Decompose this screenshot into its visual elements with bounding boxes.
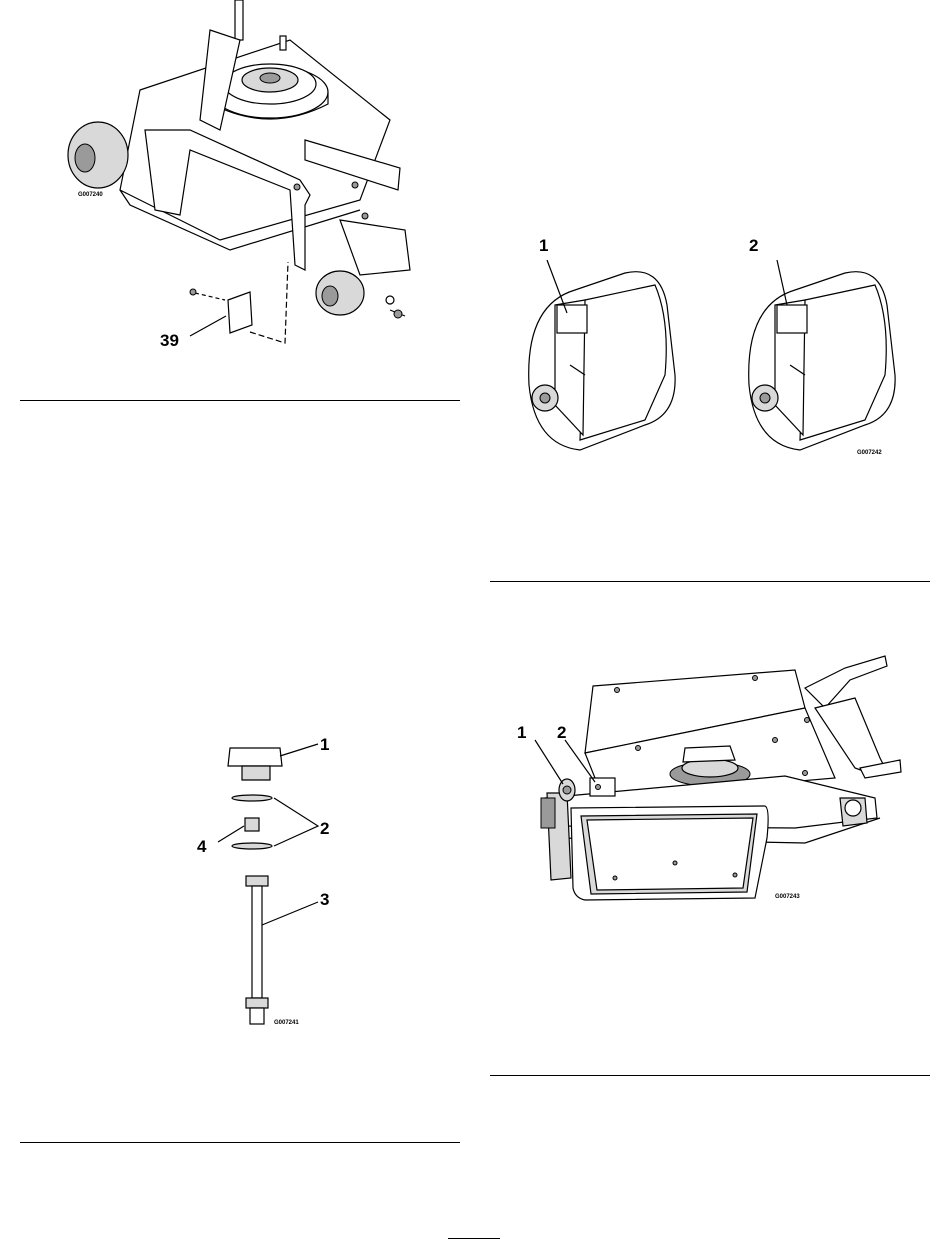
figure-id-label: G007243 — [775, 894, 800, 900]
callout-39: 39 — [160, 331, 179, 350]
section-divider — [490, 1075, 930, 1076]
deck-bracket-illustration: 39 G007240 — [60, 0, 420, 360]
figure-id-label: G007241 — [274, 1020, 299, 1026]
callout-1: 1 — [517, 723, 526, 742]
pin-assembly-illustration: 1 2 4 3 G007241 — [190, 730, 350, 1030]
callout-2: 2 — [749, 236, 758, 255]
mower-deck-illustration: 1 2 G007243 — [505, 648, 905, 908]
callout-3: 3 — [320, 890, 329, 909]
figure-id-label: G007242 — [857, 450, 882, 456]
section-divider — [20, 1142, 460, 1143]
callout-2: 2 — [320, 819, 329, 838]
figure-pin-assembly: 1 2 4 3 G007241 — [190, 730, 350, 1030]
page-number — [448, 1238, 500, 1239]
figure-id-label: G007240 — [78, 192, 103, 198]
section-divider — [490, 581, 930, 582]
callout-1: 1 — [539, 236, 548, 255]
section-divider — [20, 400, 460, 401]
figure-deck-bracket: 39 G007240 — [60, 0, 420, 360]
callout-1: 1 — [320, 735, 329, 754]
callout-4: 4 — [197, 837, 207, 856]
chute-left: 1 — [529, 236, 675, 450]
callout-2: 2 — [557, 723, 566, 742]
figure-mower-deck-side: 1 2 G007243 — [505, 648, 905, 908]
chute-positions-illustration: 1 2 G007242 — [515, 225, 895, 465]
chute-right: 2 — [749, 236, 895, 450]
figure-chute-positions: 1 2 G007242 — [515, 225, 895, 465]
